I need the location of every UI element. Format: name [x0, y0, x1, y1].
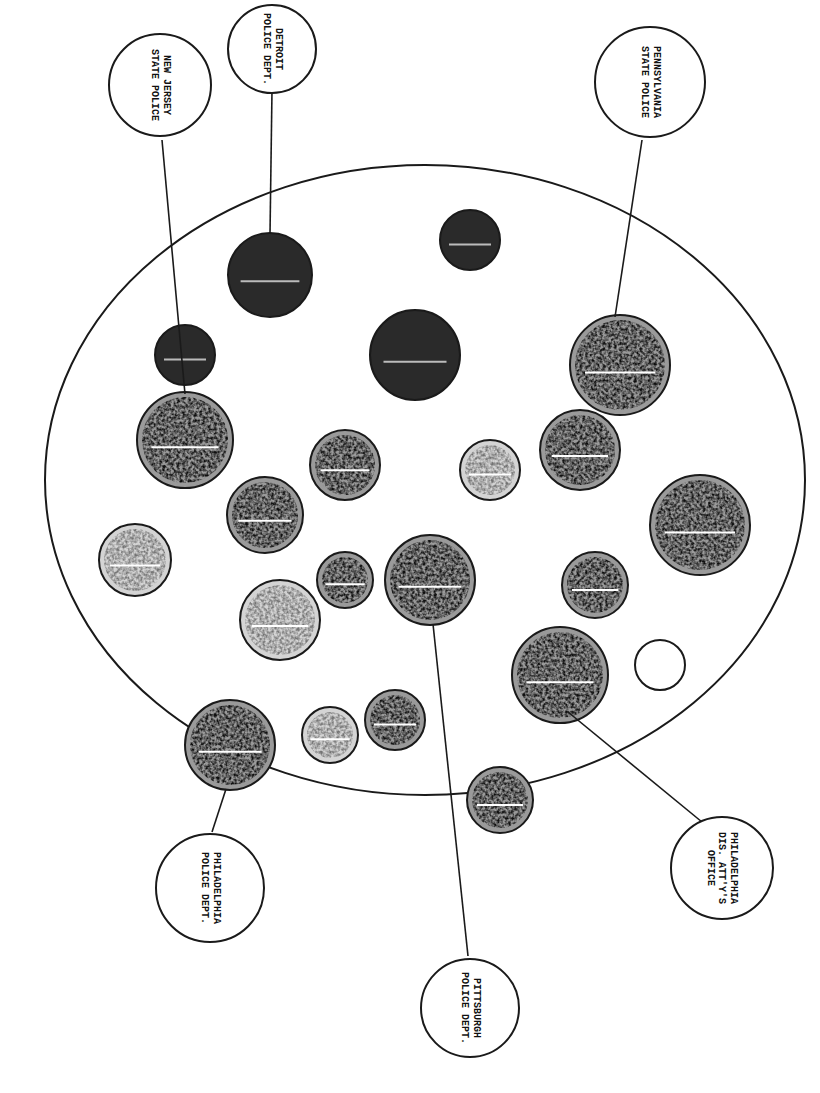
agency-callout: PHILADELPHIA DIS. ATT'Y'S OFFICE: [670, 816, 774, 920]
member-circle: [370, 310, 460, 400]
seal-band: [572, 589, 618, 591]
member-circle: [540, 410, 620, 490]
mottled-seal: [465, 445, 515, 495]
member-circle: [155, 325, 215, 385]
member-circle: [635, 640, 685, 690]
seal-band: [384, 361, 447, 363]
member-circle: [240, 580, 320, 660]
mottled-seal: [190, 705, 270, 785]
mottled-seal: [575, 320, 665, 410]
member-circles: [99, 210, 750, 833]
member-circle: [185, 700, 275, 790]
seal-band: [399, 586, 462, 588]
mottled-seal: [370, 695, 420, 745]
agency-name: PHILADELPHIA POLICE DEPT.: [199, 851, 222, 925]
agency-name: PHILADELPHIA DIS. ATT'Y'S OFFICE: [705, 831, 740, 905]
seal-band: [477, 804, 523, 806]
member-circle: [440, 210, 500, 270]
seal-band: [552, 455, 608, 457]
agency-name: PITTSBURGH POLICE DEPT.: [459, 971, 482, 1045]
seal-band: [310, 738, 349, 740]
member-circle: [512, 627, 608, 723]
seal-band: [526, 681, 593, 683]
seal-band: [110, 564, 160, 566]
member-circle: [365, 690, 425, 750]
mottled-seal: [245, 585, 315, 655]
seal-band: [164, 359, 206, 361]
member-circle: [570, 315, 670, 415]
seal-band: [151, 446, 218, 448]
member-circle: [317, 552, 373, 608]
outer-circle: [45, 165, 805, 795]
agency-name: PENNSYLVANIA STATE POLICE: [639, 45, 662, 119]
member-circle: [460, 440, 520, 500]
member-circle: [137, 392, 233, 488]
agency-callout: PITTSBURGH POLICE DEPT.: [420, 958, 520, 1058]
member-circle: [562, 552, 628, 618]
agency-callout: DETROIT POLICE DEPT.: [227, 4, 317, 94]
seal-band: [238, 520, 291, 522]
mottled-seal: [472, 772, 528, 828]
mottled-seal: [142, 397, 228, 483]
mottled-seal: [567, 557, 623, 613]
seal-band: [585, 372, 655, 374]
seal-band: [241, 280, 300, 282]
mottled-seal: [322, 557, 368, 603]
mottled-seal: [517, 632, 603, 718]
seal-band: [374, 724, 416, 726]
seal-band: [469, 474, 511, 476]
member-circle: [467, 767, 533, 833]
member-circle: [385, 535, 475, 625]
member-circle: [650, 475, 750, 575]
seal-band: [321, 469, 370, 471]
member-circle: [227, 477, 303, 553]
agency-callout: NEW JERSEY STATE POLICE: [108, 33, 212, 137]
mottled-seal: [545, 415, 615, 485]
mottled-seal: [390, 540, 470, 620]
agency-name: NEW JERSEY STATE POLICE: [149, 48, 172, 122]
member-circle: [310, 430, 380, 500]
leader-lines: [162, 90, 702, 956]
seal-band: [252, 625, 308, 627]
member-circle: [302, 707, 358, 763]
seal-band: [449, 244, 491, 246]
mottled-seal: [104, 529, 166, 591]
mottled-seal: [232, 482, 298, 548]
member-circle: [99, 524, 171, 596]
mottled-seal: [307, 712, 353, 758]
seal-band: [665, 532, 735, 534]
agency-name: DETROIT POLICE DEPT.: [261, 12, 284, 86]
agency-callout: PHILADELPHIA POLICE DEPT.: [155, 833, 265, 943]
seal-band: [199, 751, 262, 753]
agency-callout: PENNSYLVANIA STATE POLICE: [594, 26, 706, 138]
seal-band: [325, 583, 364, 585]
mottled-seal: [315, 435, 375, 495]
mottled-seal: [655, 480, 745, 570]
member-circle: [228, 233, 312, 317]
